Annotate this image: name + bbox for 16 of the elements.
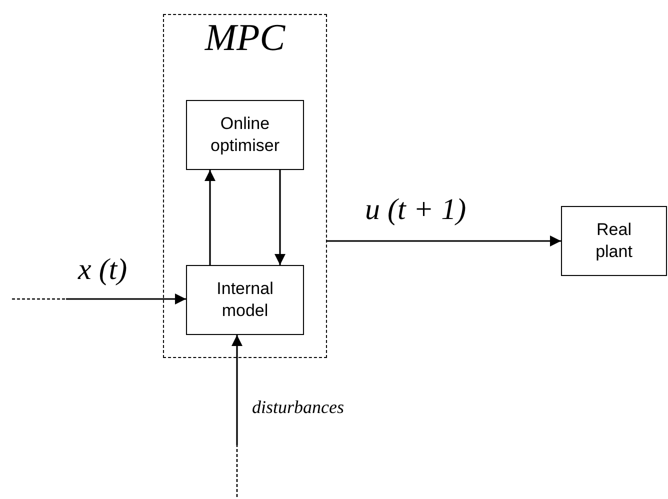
process-box — [186, 100, 304, 170]
dashed-group-box — [163, 14, 327, 358]
arrow — [232, 335, 242, 445]
process-box — [186, 265, 304, 335]
arrow — [327, 236, 561, 246]
edge-label: disturbances — [252, 398, 344, 416]
arrow — [66, 294, 186, 304]
box-label: Internal model — [216, 278, 274, 322]
box-label: Real plant — [594, 218, 634, 263]
edge-label: u (t + 1) — [365, 195, 466, 225]
box-label: Online optimiser — [210, 112, 280, 157]
group-title: MPC — [204, 19, 286, 57]
arrow — [274, 170, 286, 265]
edge-label: x (t) — [78, 255, 128, 285]
process-box — [561, 206, 667, 276]
arrow — [204, 170, 216, 265]
